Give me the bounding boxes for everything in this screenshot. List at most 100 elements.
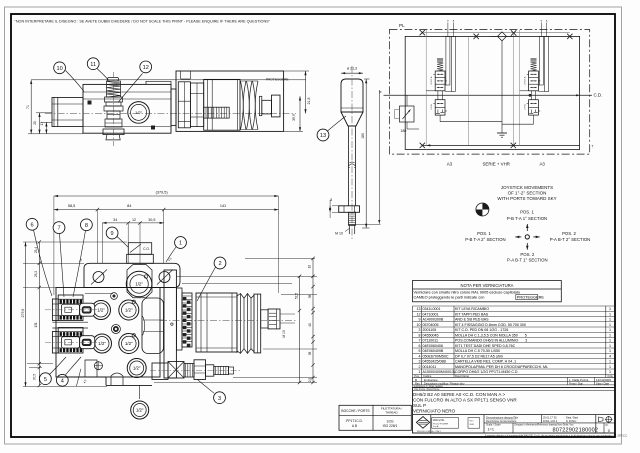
svg-text:1: 1	[609, 318, 611, 322]
svg-text:Pos.: Pos.	[414, 374, 420, 378]
svg-text:Il presente disegno e di propr: Il presente disegno e di proprieta della…	[485, 434, 628, 437]
svg-text:POS. 1: POS. 1	[477, 231, 491, 236]
svg-text:3: 3	[419, 328, 421, 332]
svg-text:25,2: 25,2	[34, 271, 38, 277]
svg-text:2: 2	[218, 261, 221, 267]
svg-text:1: 1	[609, 333, 611, 337]
svg-text:4,5: 4,5	[82, 379, 87, 384]
svg-text:CON FULCRO IN ALTO A SX PP1T1: CON FULCRO IN ALTO A SX PP1T1 SENSO VNR	[413, 398, 517, 403]
svg-text:ISO 228/1: ISO 228/1	[383, 424, 398, 428]
svg-text:8: 8	[419, 333, 421, 337]
svg-text:ISO: ISO	[470, 421, 474, 423]
svg-text:1: 1	[609, 323, 611, 327]
svg-text:1: 1	[609, 360, 611, 364]
svg-text:3: 3	[218, 396, 221, 402]
svg-text:1/2": 1/2"	[98, 341, 106, 346]
svg-text:6: 6	[419, 344, 421, 348]
svg-text:39,9: 39,9	[292, 114, 296, 121]
svg-text:180: 180	[361, 133, 365, 139]
svg-text:1/2": 1/2"	[133, 366, 141, 371]
svg-text:PL: PL	[399, 23, 405, 28]
svg-text:1: 1	[609, 365, 611, 369]
svg-text:21,8: 21,8	[307, 98, 311, 105]
svg-text:12: 12	[132, 218, 136, 222]
svg-text:CAMEO proteggendo le parti ind: CAMEO proteggendo le parti indicate con	[414, 295, 485, 299]
svg-text:13: 13	[320, 133, 326, 139]
svg-text:6: 6	[31, 222, 34, 228]
svg-text:37,5: 37,5	[32, 374, 36, 380]
svg-text:C.D.: C.D.	[594, 93, 603, 98]
svg-text:N. FOGLI: N. FOGLI	[566, 420, 577, 423]
svg-text:(379,5): (379,5)	[156, 191, 169, 195]
svg-text:131: 131	[34, 322, 38, 328]
svg-text:10: 10	[417, 323, 421, 327]
svg-text:P-A B-T 2° SECTION: P-A B-T 2° SECTION	[550, 237, 591, 242]
svg-text:Uso fronte / Descrizione: Uso fronte / Descrizione	[414, 388, 440, 391]
svg-text:71: 71	[26, 105, 30, 109]
svg-text:Disegno in riferimento/Referen: Disegno in riferimento/Reference drawing…	[515, 424, 574, 427]
svg-text:P-B T-A 2° SECTION: P-B T-A 2° SECTION	[465, 237, 505, 242]
svg-text:MOLLA DH C.1,3,5,5 CON MOLLA 3: MOLLA DH C.1,3,5,5 CON MOLLA 350 5	[455, 333, 527, 337]
svg-text:1: 1	[609, 307, 611, 311]
svg-text:04710001: 04710001	[423, 312, 439, 316]
svg-text:3: 3	[419, 360, 421, 364]
svg-text:L. Dalla Pozza: L. Dalla Pozza	[569, 378, 589, 382]
svg-text:20: 20	[33, 121, 37, 125]
svg-text:POS.COMANDO DH6/3 IN ALLUMINIO: POS.COMANDO DH6/3 IN ALLUMINIO 3	[455, 339, 527, 343]
svg-text:JOYSTICK MOVEMENTS: JOYSTICK MOVEMENTS	[501, 185, 553, 190]
svg-text:1: 1	[609, 344, 611, 348]
svg-text:0: 0	[608, 428, 611, 433]
svg-text:P: P	[379, 90, 382, 95]
svg-text:M 10: M 10	[335, 232, 343, 236]
svg-text:34: 34	[113, 218, 117, 222]
svg-text:38: 38	[308, 352, 312, 356]
svg-text:5: 5	[419, 349, 421, 353]
svg-text:WALVOIL: WALVOIL	[433, 418, 445, 422]
svg-text:1=1: 1=1	[488, 428, 494, 432]
svg-text:1/2": 1/2"	[125, 308, 133, 313]
svg-text:FLUID POWER: FLUID POWER	[433, 423, 449, 425]
svg-text:B: B	[415, 378, 417, 382]
svg-text:5: 5	[44, 377, 47, 383]
svg-text:FILETTATURA /: FILETTATURA /	[381, 407, 402, 411]
svg-text:A3: A3	[447, 161, 453, 166]
svg-text:2-P-A: 2-P-A	[523, 104, 526, 110]
svg-text:Data / Date: Data / Date	[596, 381, 610, 385]
svg-text:8: 8	[85, 223, 88, 229]
svg-text:0014011: 0014011	[423, 365, 437, 369]
svg-text:KIT 4 FISSAGGIO D.8mm COD. 50: KIT 4 FISSAGGIO D.8mm COD. 50 700 300	[455, 323, 526, 327]
svg-text:84: 84	[127, 204, 131, 208]
svg-text:Descrizione: Descrizione	[455, 374, 470, 378]
svg-text:4,5: 4,5	[167, 256, 173, 262]
svg-text:80722902180002: 80722902180002	[553, 427, 599, 433]
svg-text:Descrizione modifica / Reason: Descrizione modifica / Reason why	[424, 381, 465, 385]
svg-text:S.p.A.: S.p.A.	[433, 425, 439, 428]
svg-text:13: 13	[417, 307, 421, 311]
svg-text:Verniciare con smalto nitro co: Verniciare con smalto nitro colore RAL 9…	[414, 291, 520, 295]
svg-text:1: 1	[609, 370, 611, 374]
svg-text:Sostituisce il / Does replace: Sostituisce il / Does replace	[414, 385, 444, 388]
svg-text:FOGL 1 DI 2: FOGL 1 DI 2	[543, 420, 558, 423]
svg-text:25.01.17 '02: 25.01.17 '02	[543, 416, 557, 419]
svg-text:050E6700M50C: 050E6700M50C	[423, 354, 449, 358]
svg-text:07110011: 07110011	[423, 339, 438, 343]
svg-text:7: 7	[57, 226, 60, 232]
svg-text:AND E 5/8 PED BAS: AND E 5/8 PED BAS	[455, 318, 489, 322]
svg-text:1-P-B T-A: 1-P-B T-A	[430, 76, 433, 85]
svg-text:CORPO DH6/2 1/2G PP1T1-M450 C.: CORPO DH6/2 1/2G PP1T1-M450 C.D.	[455, 370, 519, 374]
svg-text:KIT C.D. PED DN 08 1/2G - 1726: KIT C.D. PED DN 08 1/2G - 1726	[455, 328, 508, 332]
svg-text:A: A	[453, 20, 455, 23]
svg-text:OF 1°-2° SECTION: OF 1°-2° SECTION	[508, 191, 547, 196]
svg-text:9: 9	[419, 318, 421, 322]
svg-text:Denominazione disegno/Title: Denominazione disegno/Title	[486, 416, 519, 419]
svg-text:4: 4	[61, 378, 64, 384]
svg-text:A15000400M40013L: A15000400M40013L	[423, 370, 456, 374]
svg-text:A B: A B	[352, 424, 358, 428]
svg-text:VERNICIATO NERO: VERNICIATO NERO	[413, 409, 456, 414]
svg-text:1/2": 1/2"	[136, 408, 144, 413]
svg-text:7: 7	[419, 339, 421, 343]
svg-text:10: 10	[56, 66, 62, 72]
svg-text:M 10: M 10	[282, 330, 286, 337]
svg-text:Scala / Scale: Scala / Scale	[486, 423, 501, 426]
svg-text:Emissione: Emissione	[424, 378, 438, 382]
